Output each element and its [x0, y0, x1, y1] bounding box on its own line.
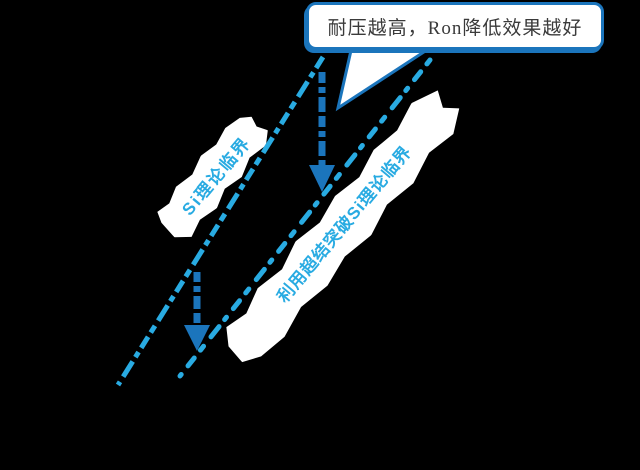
callout-text: 耐压越高，Ron降低效果越好	[327, 17, 583, 39]
ron-drop-arrow-left-head	[184, 325, 210, 351]
callout-bubble: 耐压越高，Ron降低效果越好	[306, 2, 604, 50]
superjunction-line	[177, 57, 433, 379]
ron-drop-arrow-right-head	[309, 165, 335, 192]
si-limit-line	[115, 55, 326, 387]
